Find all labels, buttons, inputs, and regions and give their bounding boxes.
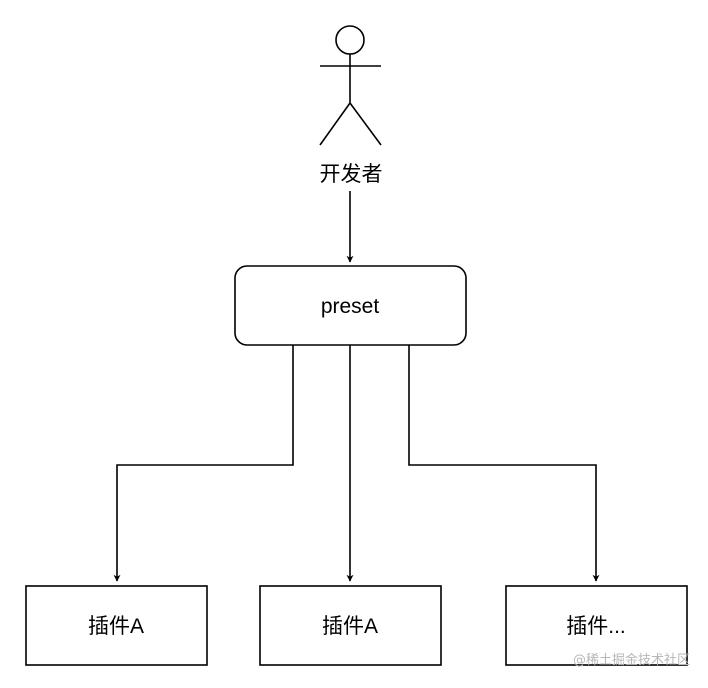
connector-preset-plugin-1: [113, 345, 294, 582]
plugin-node-1: 插件A: [25, 585, 208, 666]
watermark-text: @稀土掘金技术社区: [573, 652, 690, 668]
connector-preset-plugin-3: [408, 345, 600, 582]
plugin-node-3: 插件...: [505, 585, 688, 666]
actor-label: 开发者: [320, 163, 383, 186]
stick-figure-icon: [319, 25, 382, 146]
preset-label: preset: [321, 295, 380, 318]
plugin-label-2: 插件A: [322, 615, 378, 638]
plugin-label-1: 插件A: [88, 615, 144, 638]
plugin-label-3: 插件...: [566, 615, 626, 638]
plugin-node-2: 插件A: [259, 585, 442, 666]
preset-node: preset: [234, 265, 467, 346]
